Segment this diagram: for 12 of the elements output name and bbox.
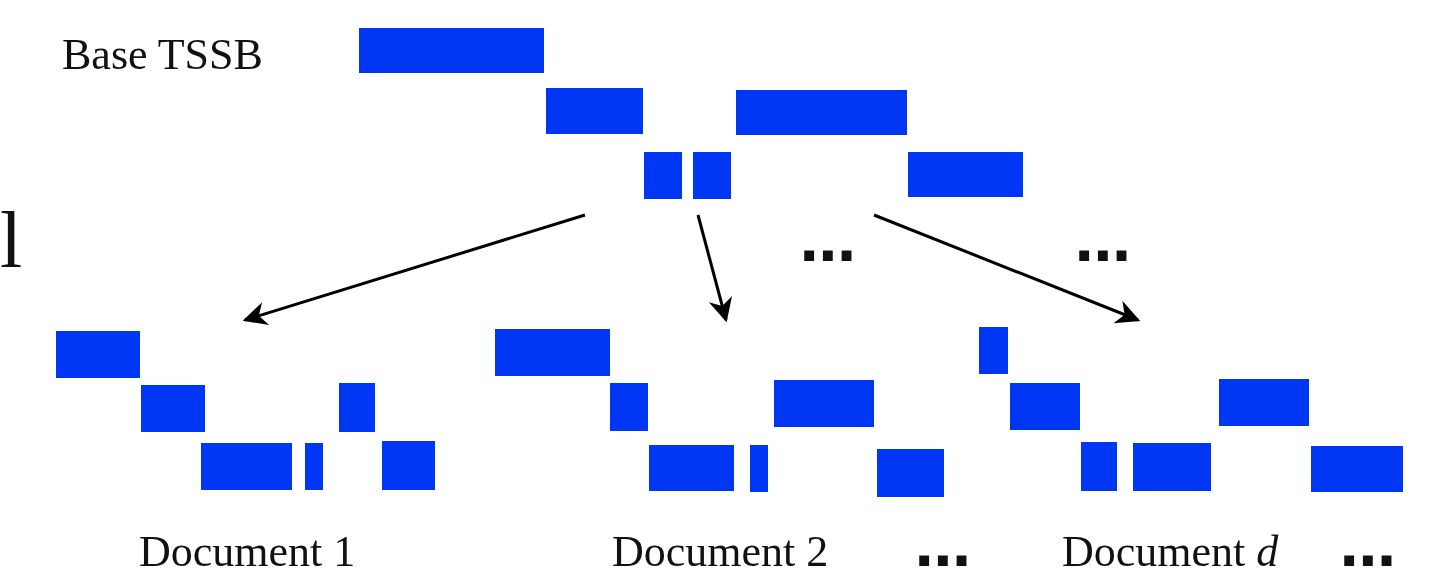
tree-caption: Document 1 <box>139 530 356 574</box>
arrow <box>873 213 1141 324</box>
ellipsis: ⋯ <box>1340 533 1396 585</box>
cut-letter: l <box>0 200 23 280</box>
tree-title: Base TSSB <box>62 33 263 77</box>
arrow <box>696 214 733 323</box>
tree-caption: Document 2 <box>612 530 829 574</box>
tree-caption: Document d <box>1062 530 1279 574</box>
ellipsis: ⋯ <box>1075 228 1131 284</box>
arrow <box>242 213 586 326</box>
ellipsis: ⋯ <box>915 533 971 585</box>
ellipsis: ⋯ <box>800 228 856 284</box>
